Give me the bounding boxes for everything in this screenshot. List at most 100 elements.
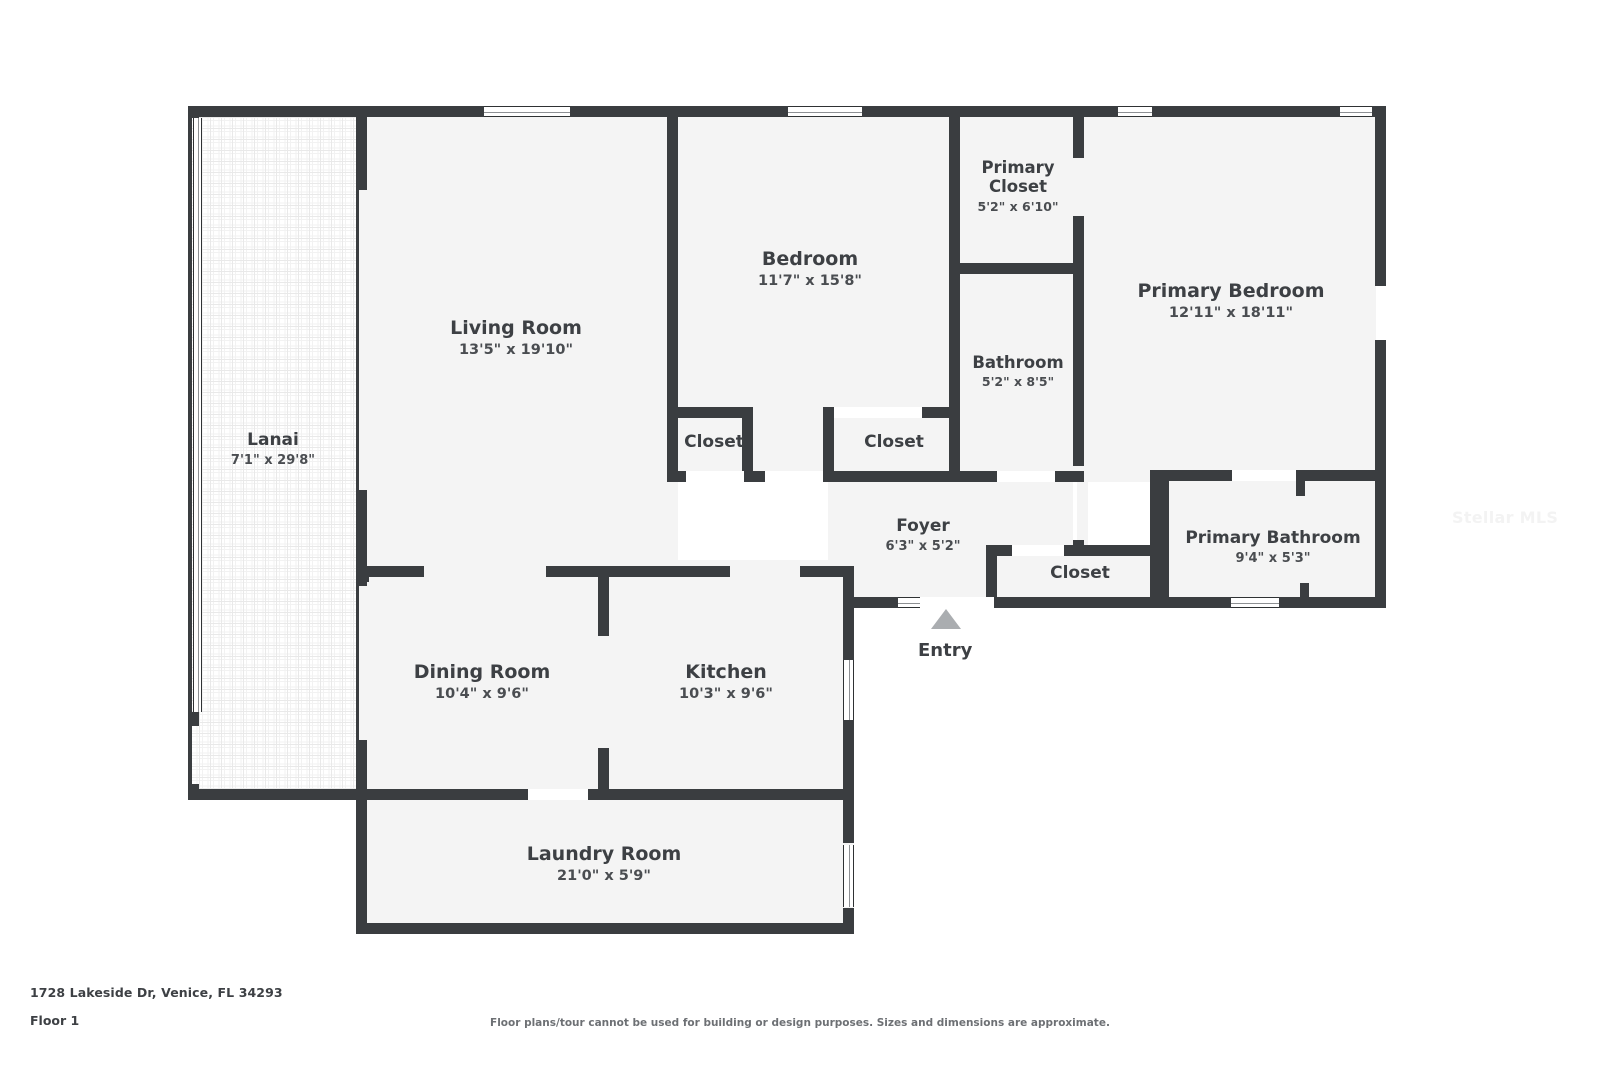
wall-laundry-bottom [356,923,854,934]
window-jamb-pb-right [1372,106,1377,117]
room-label-foyer: Foyer 6'3" x 5'2" [845,516,1001,554]
window-laundry-right [843,845,854,907]
wall-primary-bath-door-jamb-bottom [1300,583,1309,608]
window-jamb-pb-left [1335,106,1340,117]
room-name-line2: Closet [989,177,1047,197]
wall-foyer-closet-left [986,545,997,608]
window-primary-closet-top [1113,106,1157,117]
door-closet-foyer [1012,545,1064,556]
room-label-closet-bedroom-right: Closet [840,432,948,452]
room-fill-living-room [358,106,678,582]
room-label-laundry-room: Laundry Room 21'0" x 5'9" [486,843,722,886]
door-front-entry [920,597,994,608]
room-name-line1: Primary [981,158,1055,177]
room-fill-closet-bedroom-right [826,410,954,482]
wall-bathroom-right [1073,274,1084,466]
room-name: Closet [684,432,744,452]
door-closet-bedroom-right-top [834,407,922,418]
wall-kitchen-bottom [358,789,854,800]
room-dimensions: 13'5" x 19'10" [458,342,574,359]
wall-dining-kitchen-upper [598,566,609,636]
room-fill-kitchen [600,560,854,800]
wall-exterior-right-lower [1375,470,1386,608]
room-fill-laundry-room [358,798,854,934]
room-label-closet-foyer: Closet [1026,563,1134,583]
wall-closet-left-right [742,407,753,482]
wall-lanai-living-top [356,106,367,190]
room-name: Dining Room [413,661,551,683]
property-address: 1728 Lakeside Dr, Venice, FL 34293 [30,985,283,1000]
wall-exterior-right-upper [1375,106,1386,286]
room-label-bathroom: Bathroom 5'2" x 8'5" [928,353,1108,390]
wall-lanai-dining-bottom [356,740,367,800]
wall-primarycloset-bathroom [952,263,1084,274]
wall-laundry-right-bottom [843,908,854,934]
disclaimer-text: Floor plans/tour cannot be used for buil… [490,1017,1110,1029]
room-dimensions: 5'2" x 6'10" [977,198,1059,214]
room-dimensions: 10'4" x 9'6" [435,686,529,703]
room-label-kitchen: Kitchen 10'3" x 9'6" [608,661,844,704]
window-jamb-pc-right [1152,106,1157,117]
room-dimensions: 11'7" x 15'8" [758,273,862,290]
wall-kitchen-top [546,566,730,577]
room-label-bedroom: Bedroom 11'7" x 15'8" [692,248,928,291]
wall-lanai-living-thin [356,190,359,490]
window-jamb-bd-right [862,106,868,117]
room-name: Living Room [450,317,582,339]
room-label-closet-bedroom-left: Closet [666,432,762,452]
room-label-primary-closet: Primary Closet 5'2" x 6'10" [938,158,1098,215]
room-name: Kitchen [685,661,767,683]
wall-dining-top-left [358,566,424,577]
room-name: Lanai [247,430,299,450]
door-closet-bedroom-left [686,471,744,482]
room-name: Primary Bathroom [1185,528,1361,548]
room-name: Closet [864,432,924,452]
entry-arrow-icon [931,609,961,629]
entry-label: Entry [918,640,973,661]
door-bedroom [765,471,823,482]
watermark-stellar-mls: Stellar MLS [1452,508,1559,527]
wall-exterior-right-mid [1375,340,1386,482]
wall-closet-primarybath [1150,470,1161,608]
room-fill-dining-room [358,560,606,800]
wall-living-bedroom [667,106,678,482]
window-kitchen-right [843,660,854,720]
wall-lanai-dining-thin [356,586,359,740]
window-jamb-lr-right [570,106,576,117]
wall-primarycloset-right-lower [1073,216,1084,274]
wall-closet-right-left [823,407,834,482]
room-dimensions: 5'2" x 8'5" [981,374,1055,390]
wall-kitchen-right-top [800,566,854,577]
room-dimensions: 6'3" x 5'2" [885,539,961,555]
room-dimensions: 9'4" x 5'3" [1235,551,1311,567]
room-name: Closet [1050,563,1110,583]
wall-lanai-living-mid [356,490,367,586]
opening-primary-bedroom-right [1376,286,1386,340]
window-jamb-pbath-right [1279,597,1284,608]
wall-primarycloset-right [1073,106,1084,158]
wall-primary-bath-left [1158,470,1169,608]
room-dimensions: 21'0" x 5'9" [557,868,651,885]
room-fill-lanai [188,106,358,800]
room-fill-primary-bedroom [1076,106,1386,482]
wall-foyer-closet-bottom [986,597,1160,608]
room-name: Primary Bedroom [1137,280,1325,302]
slider-lanai-left [193,118,202,712]
wall-laundry-left [356,789,367,934]
wall-kitchen-right-b [843,718,854,800]
door-bathroom [997,471,1055,482]
window-jamb-bd-left [782,106,788,117]
window-jamb-pbath-left [1226,597,1231,608]
room-label-primary-bathroom: Primary Bathroom 9'4" x 5'3" [1160,528,1386,566]
wall-primary-bath-door-jamb [1296,470,1305,496]
room-fill-bathroom [952,268,1084,484]
room-fill-primary-bathroom [1158,470,1386,608]
room-name: Bedroom [761,248,859,270]
wall-lanai-left-top-stub [188,106,199,118]
room-dimensions: 10'3" x 9'6" [679,686,773,703]
wall-lanai-bottom [188,789,370,800]
door-front-entry-leaf [898,597,920,608]
room-label-living-room: Living Room 13'5" x 19'10" [398,317,634,360]
wall-kitchen-right [843,566,854,662]
